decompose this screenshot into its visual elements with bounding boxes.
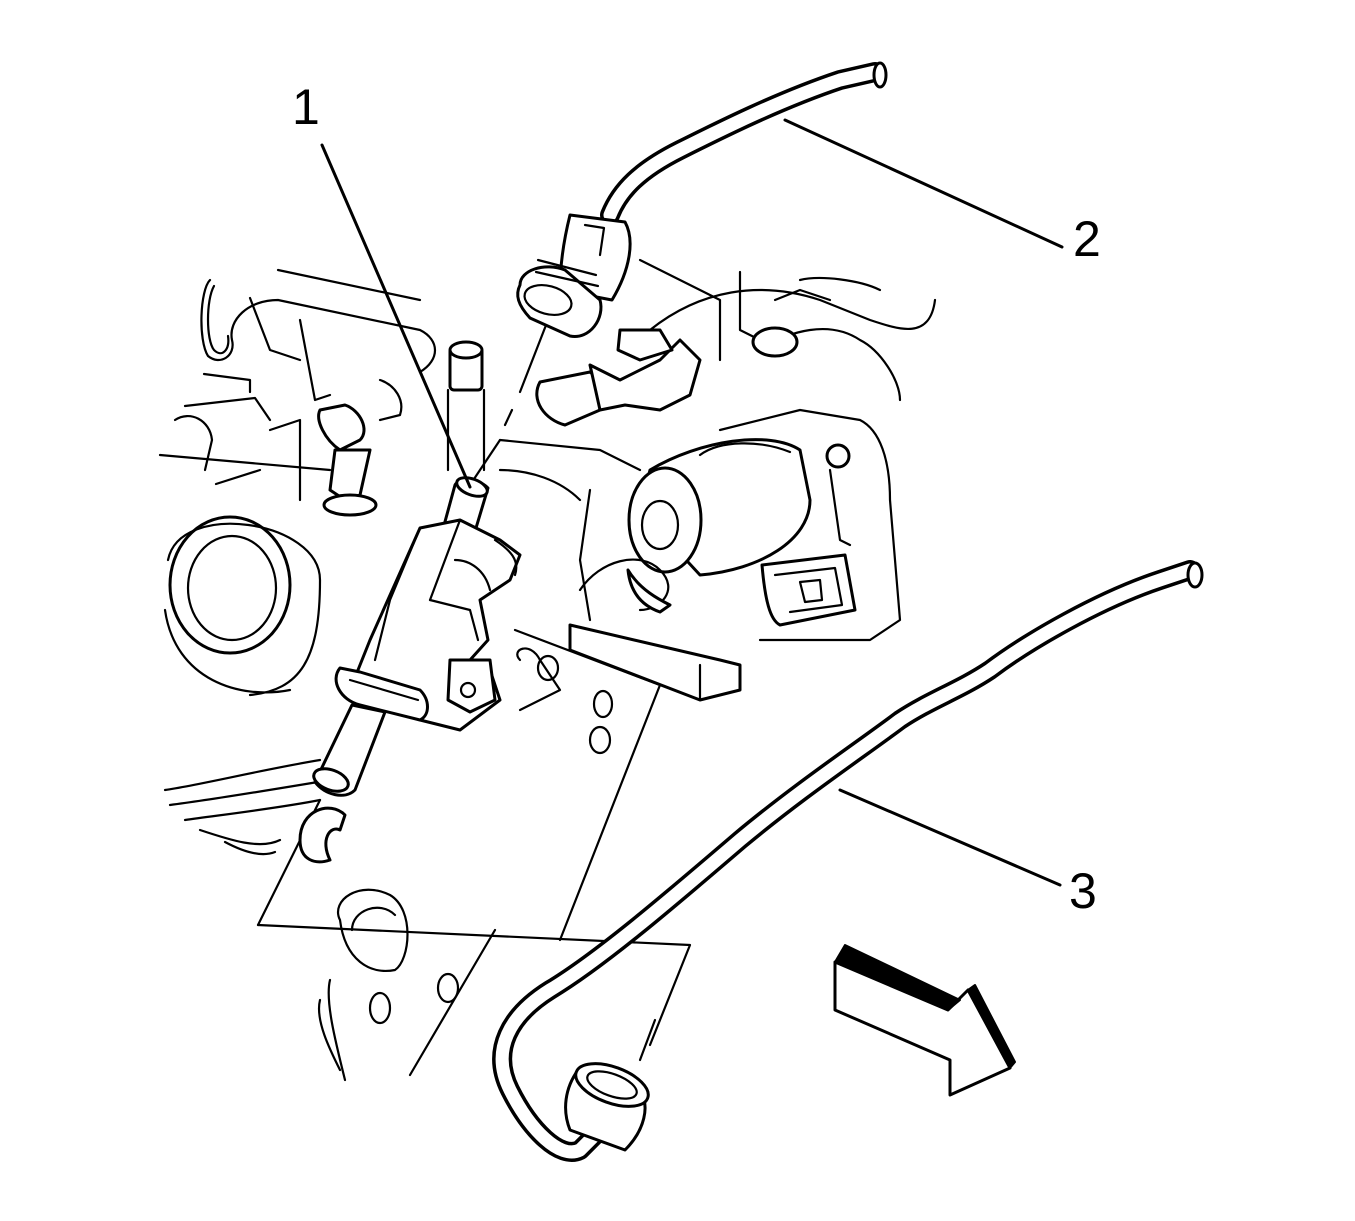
- callout-label-1: 1: [292, 79, 320, 135]
- leader-line-3: [838, 788, 1062, 887]
- leader-line-1: [320, 143, 472, 489]
- upper-hose: [516, 61, 888, 338]
- front-arrow-icon: [833, 944, 1016, 1097]
- callout-label-3: 3: [1069, 863, 1097, 919]
- callout-label-2: 2: [1073, 211, 1101, 267]
- leader-lines: [320, 118, 1064, 887]
- leader-line-2: [783, 118, 1064, 249]
- engine-background: [158, 258, 937, 1082]
- purge-valve: [312, 318, 550, 797]
- lower-hose: [492, 560, 1204, 1162]
